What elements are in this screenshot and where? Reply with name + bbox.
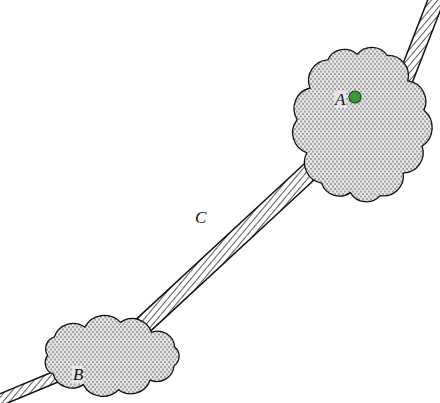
cloud-shape xyxy=(45,315,179,396)
cloud-shape xyxy=(293,47,433,201)
tube-label: C xyxy=(193,208,208,227)
region-letter: A xyxy=(334,91,346,108)
tube-stroke xyxy=(138,167,314,330)
green-dot xyxy=(349,91,361,103)
cloud-outline xyxy=(288,40,434,208)
cloud-region: A xyxy=(288,40,434,208)
cloud-outline xyxy=(34,313,186,399)
tube-connector xyxy=(138,167,314,330)
tube-stroke xyxy=(138,167,314,330)
region-letter: B xyxy=(72,366,84,383)
cloud-region: B xyxy=(34,313,186,399)
